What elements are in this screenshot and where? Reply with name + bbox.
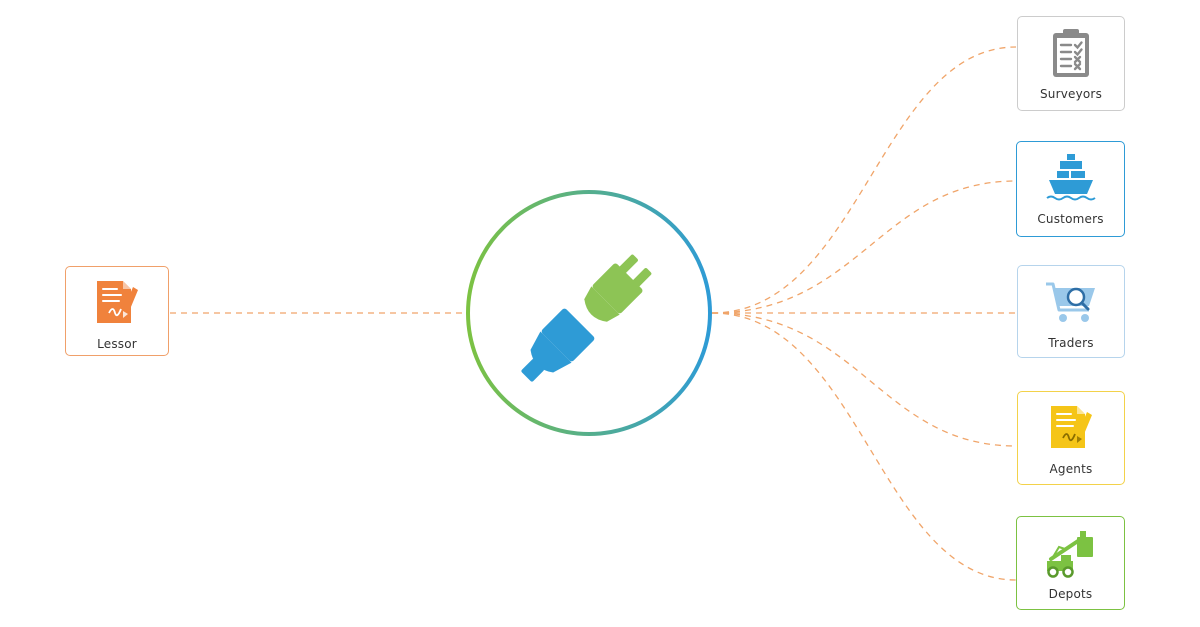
connector-depots: [711, 312, 1017, 581]
connector-surveyors: [711, 46, 1017, 314]
connector-agents: [711, 312, 1017, 447]
connector-customers: [711, 180, 1017, 314]
node-label: Agents: [1049, 462, 1093, 476]
node-depots[interactable]: Depots: [1016, 516, 1125, 610]
node-agents[interactable]: Agents: [1017, 391, 1125, 485]
container-ship-icon: [1045, 154, 1096, 201]
node-customers[interactable]: Customers: [1016, 141, 1125, 237]
node-label: Surveyors: [1039, 87, 1103, 101]
node-label: Traders: [1048, 336, 1094, 350]
clipboard-checklist-icon: [1053, 29, 1089, 77]
node-lessor[interactable]: Lessor: [65, 266, 169, 356]
node-surveyors[interactable]: Surveyors: [1017, 16, 1125, 111]
connector-lines: [170, 46, 1017, 581]
contract-signature-icon: [1051, 406, 1092, 448]
hub-ring: [466, 190, 712, 436]
node-label: Customers: [1037, 212, 1104, 226]
node-label: Depots: [1048, 587, 1093, 601]
plug-connector-icon: [521, 254, 652, 382]
integration-hub: [466, 190, 712, 436]
node-traders[interactable]: Traders: [1017, 265, 1125, 358]
shopping-cart-search-icon: [1046, 282, 1095, 322]
contract-signature-icon: [97, 281, 138, 323]
container-reach-stacker-icon: [1046, 531, 1093, 578]
node-label: Lessor: [97, 337, 137, 351]
